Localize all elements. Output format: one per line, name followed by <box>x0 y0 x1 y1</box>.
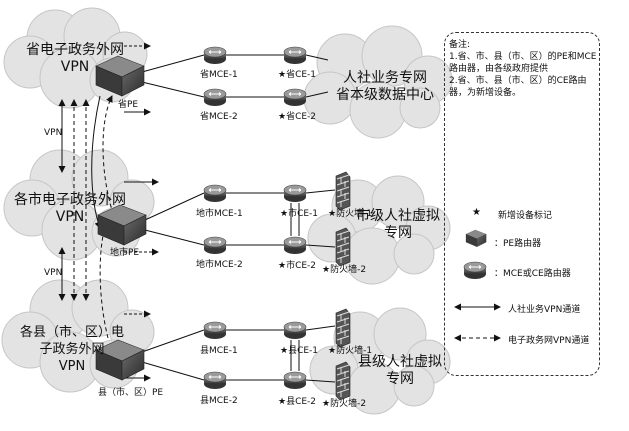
county-ce2-label: ★县CE-2 <box>278 397 317 407</box>
county-vpn-label: 县级人社虚拟 专网 <box>358 354 442 388</box>
notes-title: 备注: <box>449 40 471 50</box>
vpn-label-upper: VPN <box>44 128 63 138</box>
city-vpn-label-line1: 市级人社虚拟 <box>356 208 440 224</box>
city-mce1-router <box>203 184 227 203</box>
city-ce1-label: ★市CE-1 <box>280 209 319 219</box>
county-network-label-line2: 子政务外网 <box>39 342 105 357</box>
county-network-cloud <box>1 279 155 393</box>
county-vpn-label-line1: 县级人社虚拟 <box>358 354 442 370</box>
city-ce2-router <box>283 236 307 255</box>
notes-line1: 1.省、市、县（市、区）的PE和MCE路由器，由各级政府提供 <box>449 52 597 74</box>
prov-ce1-router <box>283 46 307 65</box>
notes-text: 备注: 1.省、市、县（市、区）的PE和MCE路由器，由各级政府提供 2.省、市… <box>449 39 599 99</box>
legend-pe-text: ：PE路由器 <box>494 239 542 249</box>
county-fw1-label: ★防火墙-1 <box>328 346 373 356</box>
prov-mce2-router <box>203 88 227 107</box>
prov-mce1-router <box>203 46 227 65</box>
county-pe-label: 县（市、区）PE <box>98 388 164 398</box>
city-firewall-1 <box>335 171 351 211</box>
prov-center-cloud <box>303 25 453 139</box>
legend-hr-vpn-text: 人社业务VPN通道 <box>508 305 581 315</box>
prov-center-label-line1: 人社业务专网 <box>343 70 427 86</box>
city-mce1-label: 地市MCE-1 <box>196 209 243 219</box>
city-network-label: 各市电子政务外网 VPN <box>14 192 126 226</box>
county-mce1-label: 县MCE-1 <box>200 346 238 356</box>
city-vpn-label: 市级人社虚拟 专网 <box>356 208 440 242</box>
county-firewall-1 <box>335 308 351 348</box>
county-network-label-line1: 各县（市、区）电 <box>20 325 125 340</box>
city-mce2-label: 地市MCE-2 <box>196 260 243 270</box>
county-ce2-router <box>283 371 307 390</box>
county-ce1-router <box>283 321 307 340</box>
prov-center-label: 人社业务专网 省本级数据中心 <box>336 70 434 104</box>
county-network-label-line3: VPN <box>58 359 86 374</box>
legend-star-text: 新增设备标记 <box>498 211 553 221</box>
prov-mce1-label: 省MCE-1 <box>200 70 238 80</box>
legend-star-icon: ★ <box>472 207 481 218</box>
county-firewall-2 <box>335 361 351 401</box>
prov-mce2-label: 省MCE-2 <box>200 112 238 122</box>
county-mce2-label: 县MCE-2 <box>200 396 238 406</box>
prov-ce1-label: ★省CE-1 <box>278 70 317 80</box>
link-lines <box>141 54 336 383</box>
city-vpn-label-line2: 专网 <box>384 225 412 241</box>
county-mce1-router <box>203 321 227 340</box>
notes-line2: 2.省、市、县（市、区）的CE路由器，为新增设备。 <box>449 76 587 98</box>
county-fw2-label: ★防火墙-2 <box>322 399 367 409</box>
city-ce1-router <box>283 184 307 203</box>
city-pe-label: 地市PE <box>110 248 140 258</box>
county-mce2-router <box>203 371 227 390</box>
legend-gov-vpn-text: 电子政务网VPN通道 <box>508 336 590 346</box>
vpn-label-lower: VPN <box>44 268 63 278</box>
city-ce2-label: ★市CE-2 <box>278 261 317 271</box>
prov-network-label-line2: VPN <box>60 59 90 75</box>
prov-center-label-line2: 省本级数据中心 <box>336 87 434 103</box>
county-network-label: 各县（市、区）电 子政务外网 VPN <box>20 324 124 375</box>
county-ce1-label: ★县CE-1 <box>280 346 319 356</box>
vpn-channels <box>58 42 159 382</box>
legend-mce-text: ：MCE或CE路由器 <box>494 269 571 279</box>
city-fw1-label: ★防火墙-1 <box>328 209 373 219</box>
county-vpn-label-line2: 专网 <box>386 371 414 387</box>
city-network-label-line2: VPN <box>55 209 85 225</box>
notes-box <box>444 32 600 376</box>
city-fw2-label: ★防火墙-2 <box>322 265 367 275</box>
city-network-label-line1: 各市电子政务外网 <box>14 192 126 208</box>
prov-ce2-label: ★省CE-2 <box>278 112 317 122</box>
city-firewall-2 <box>335 227 351 267</box>
prov-network-label-line1: 省电子政务外网 <box>26 42 124 58</box>
prov-network-label: 省电子政务外网 VPN <box>26 42 124 76</box>
city-mce2-router <box>203 236 227 255</box>
prov-ce2-router <box>283 88 307 107</box>
prov-pe-label: 省PE <box>118 100 139 110</box>
